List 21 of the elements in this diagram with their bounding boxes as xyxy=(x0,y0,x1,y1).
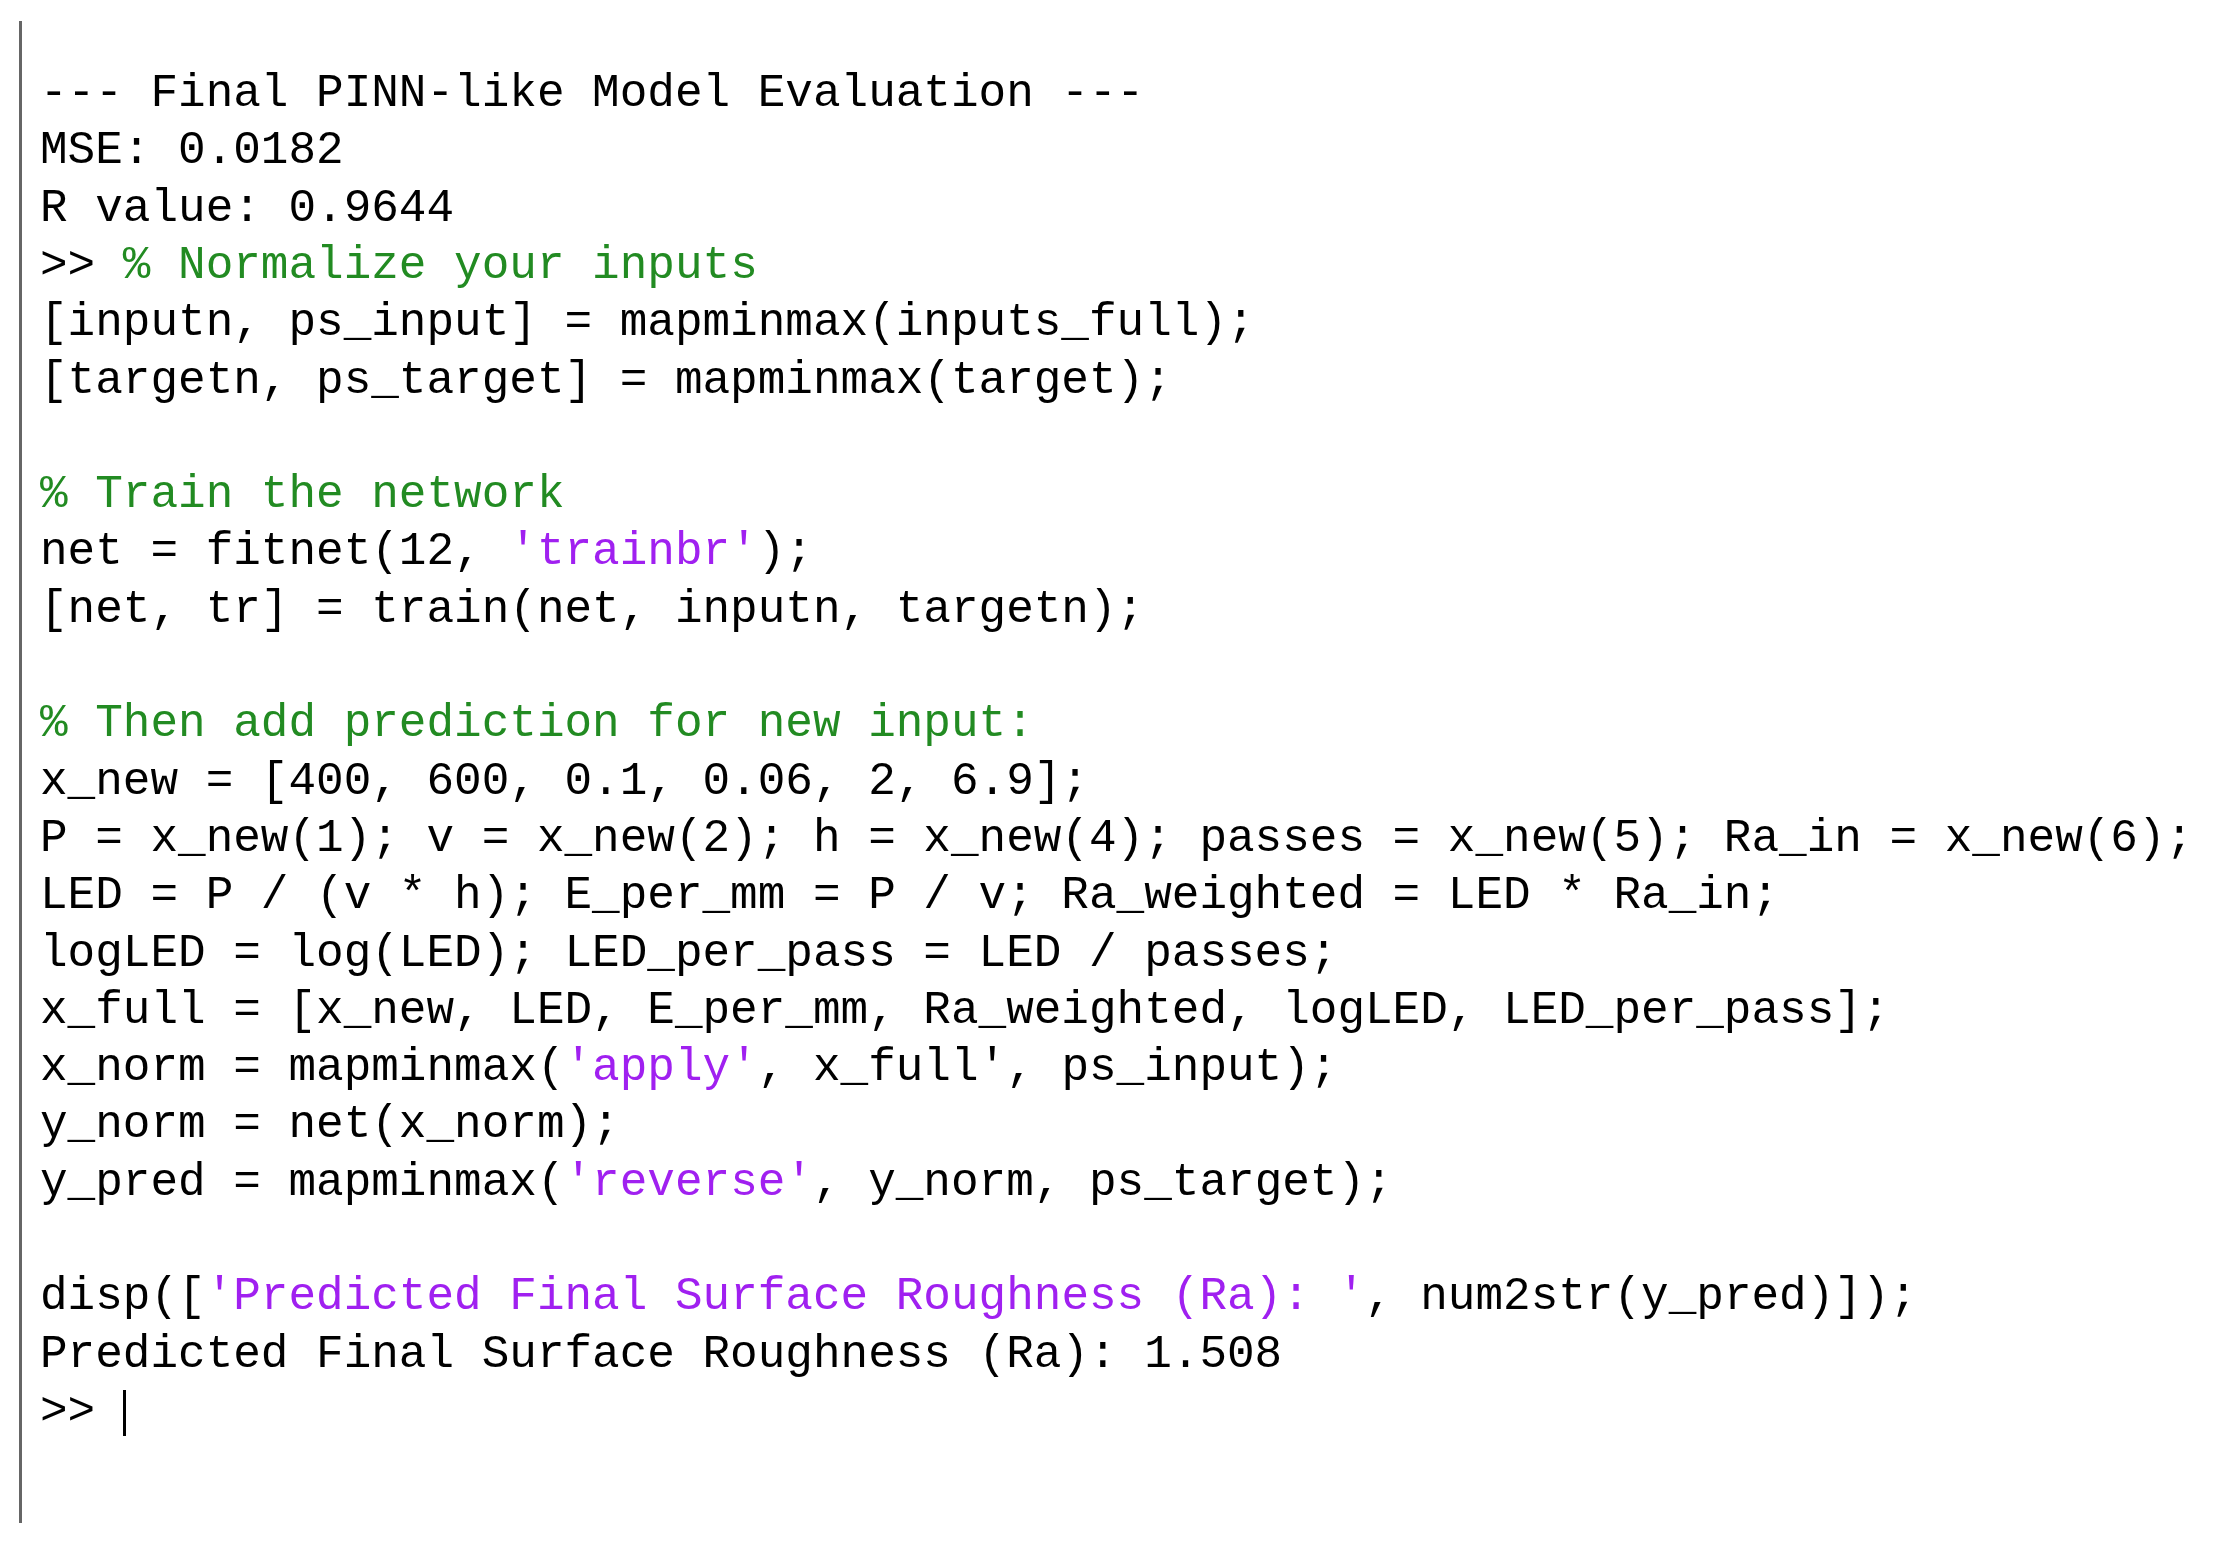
code-line: logLED = log(LED); LED_per_pass = LED / passes; xyxy=(40,927,1338,980)
code-line: % Train the network xyxy=(40,469,565,522)
code-line: >> % Normalize your inputs xyxy=(40,239,758,292)
code-line: LED = P / (v * h); E_per_mm = P / v; Ra_weighted = LED * Ra_in; xyxy=(40,870,1780,923)
code-line: MSE: 0.0182 xyxy=(40,125,344,178)
code-line: y_norm = net(x_norm); xyxy=(40,1099,620,1152)
code-line: y_pred = mapminmax('reverse', y_norm, ps_target); xyxy=(40,1156,1393,1209)
code-line: x_new = [400, 600, 0.1, 0.06, 2, 6.9]; xyxy=(40,755,1089,808)
code-line: --- Final PINN-like Model Evaluation --- xyxy=(40,68,1145,120)
code-line: [net, tr] = train(net, inputn, targetn); xyxy=(40,583,1145,636)
code-line: % Then add prediction for new input: xyxy=(40,698,1034,751)
code-line: x_norm = mapminmax('apply', x_full', ps_input); xyxy=(40,1042,1338,1095)
code-line: [inputn, ps_input] = mapminmax(inputs_full); xyxy=(40,297,1255,350)
code-line: P = x_new(1); v = x_new(2); h = x_new(4); passes = x_new(5); Ra_in = x_new(6); xyxy=(40,812,2194,865)
code-line: Predicted Final Surface Roughness (Ra): 1.508 xyxy=(40,1328,1283,1381)
code-line: [targetn, ps_target] = mapminmax(target); xyxy=(40,354,1172,407)
code-line: R value: 0.9644 xyxy=(40,182,455,235)
code-line: net = fitnet(12, 'trainbr'); xyxy=(40,526,813,579)
code-line: >> xyxy=(40,1385,96,1438)
code-line: x_full = [x_new, LED, E_per_mm, Ra_weighted, logLED, LED_per_pass]; xyxy=(40,984,1890,1037)
code-line: disp(['Predicted Final Surface Roughness (Ra): ', num2str(y_pred)]); xyxy=(40,1271,1918,1324)
